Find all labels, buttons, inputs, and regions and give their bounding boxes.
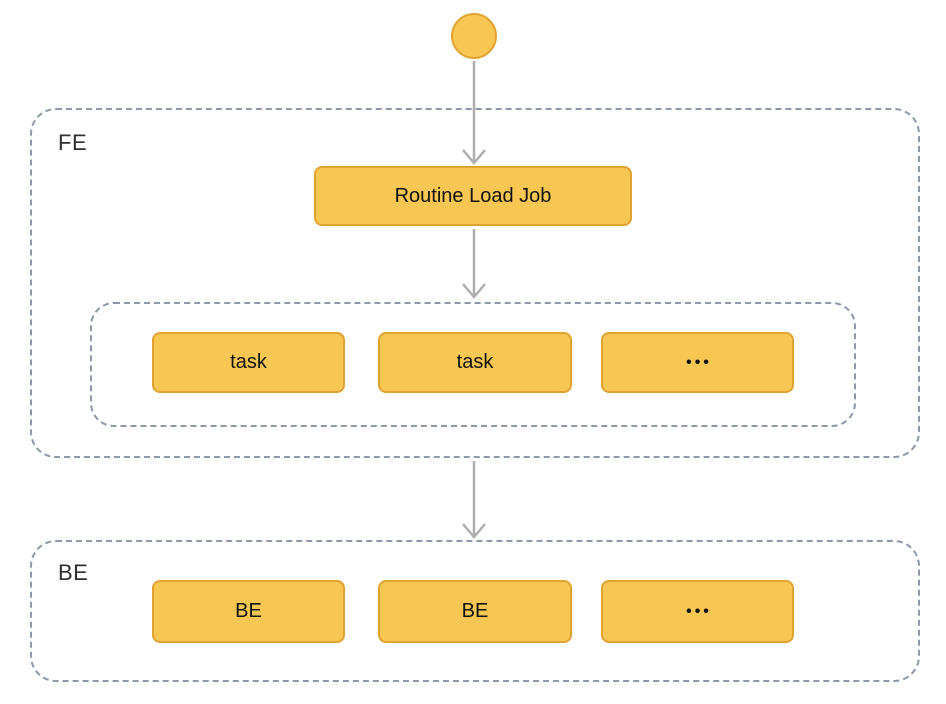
task-node: task [152, 332, 345, 393]
be-node: BE [152, 580, 345, 643]
task-ellipsis-node: ••• [601, 332, 794, 393]
routine-load-job-node: Routine Load Job [314, 166, 632, 226]
be-ellipsis-node: ••• [601, 580, 794, 643]
be-group-container: BE BE BE ••• [30, 540, 920, 682]
task-group-container: task task ••• [90, 302, 856, 427]
arrow-fe-to-be [462, 461, 486, 539]
fe-group-container: FE Routine Load Job task task ••• [30, 108, 920, 458]
fe-group-label: FE [58, 130, 88, 155]
be-group-label: BE [58, 560, 89, 585]
start-node-circle [451, 13, 497, 59]
task-node: task [378, 332, 572, 393]
be-node: BE [378, 580, 572, 643]
